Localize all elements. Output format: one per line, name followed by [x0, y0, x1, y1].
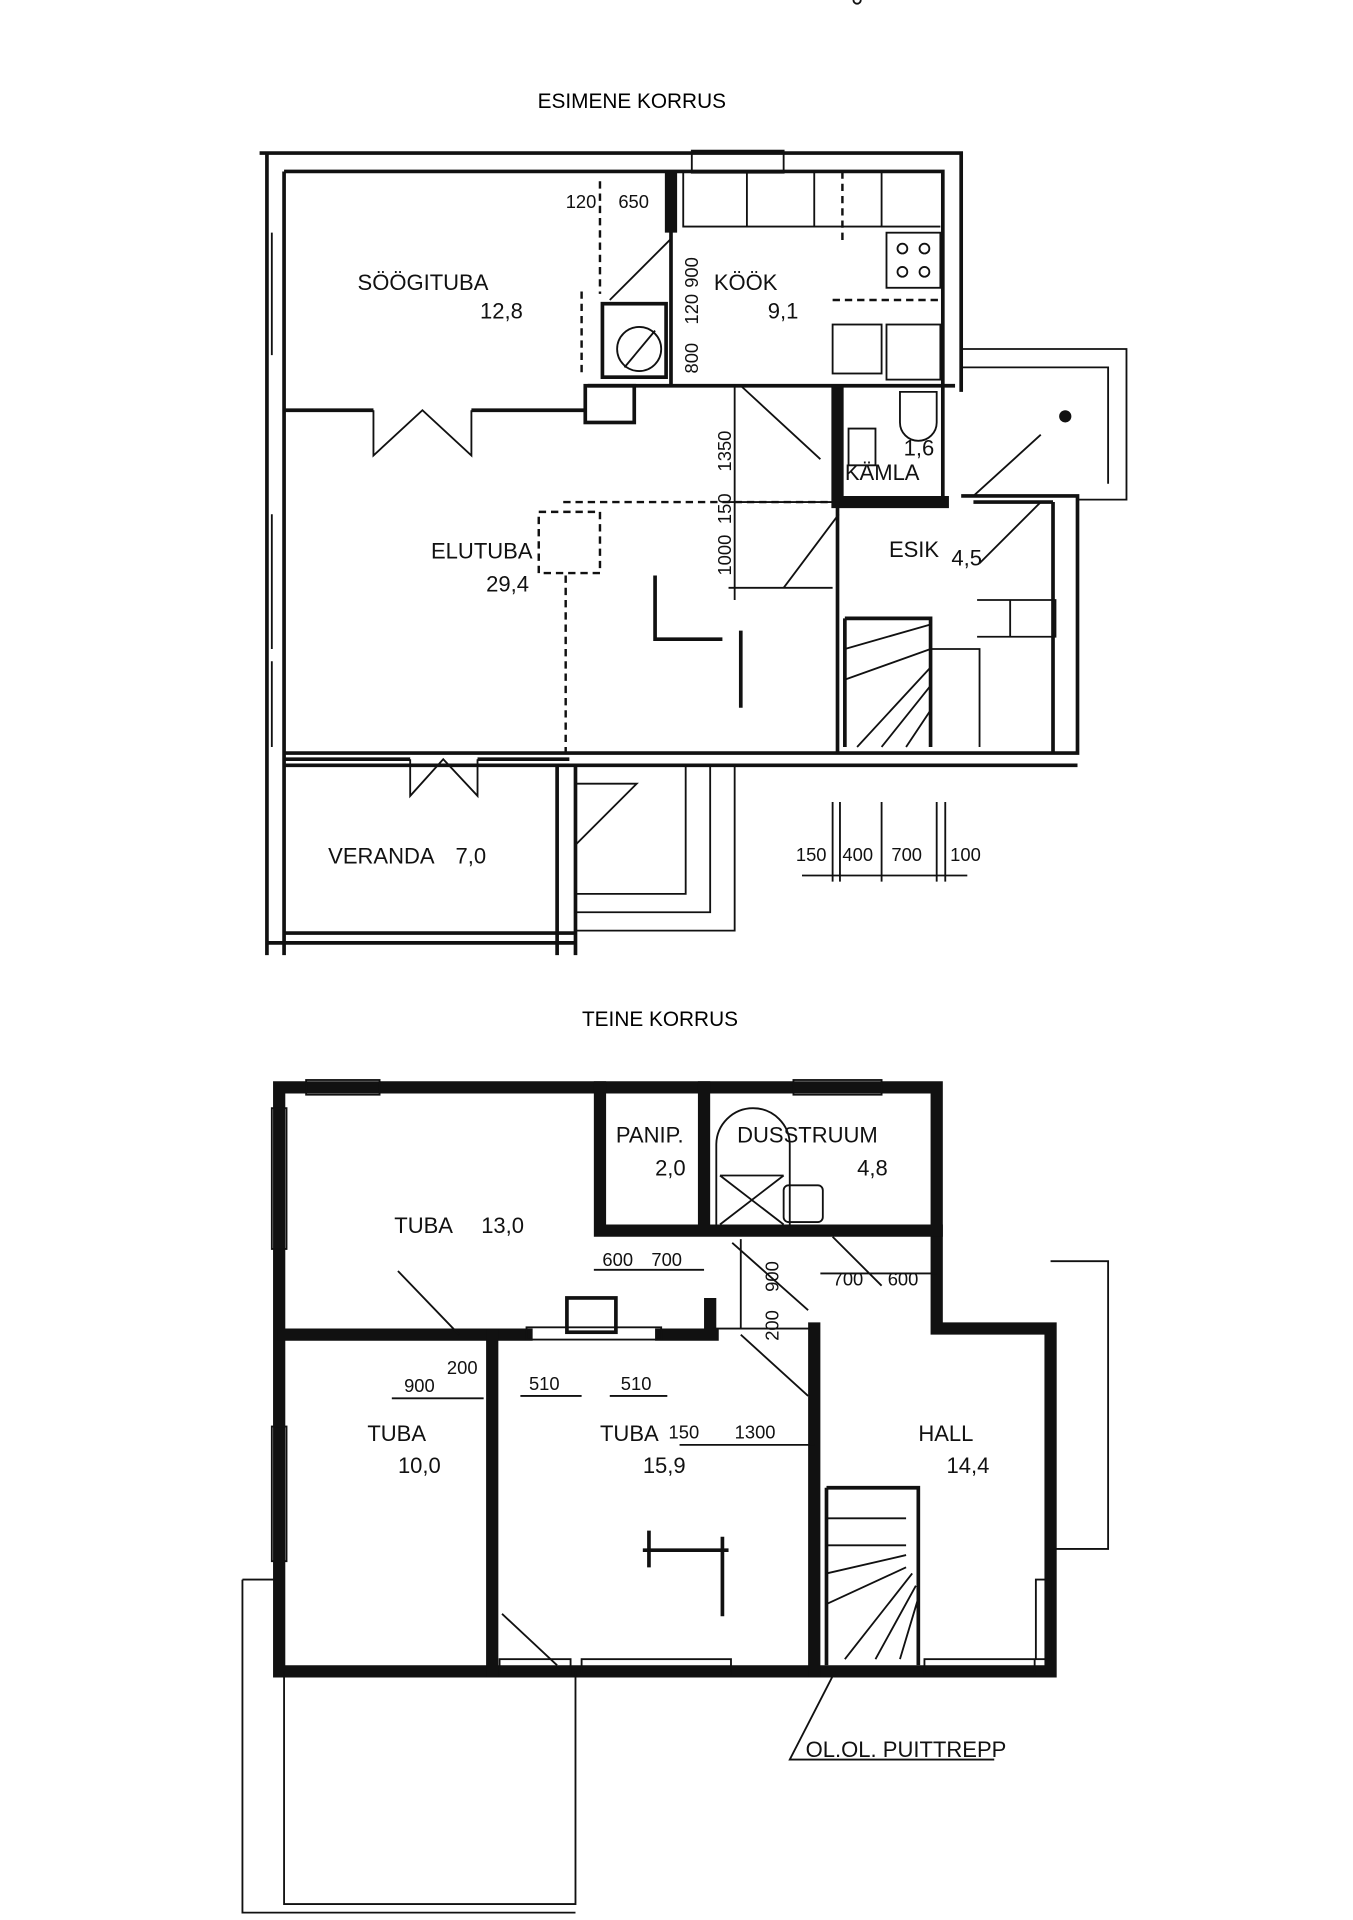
room-name: SÖÖGITUBA	[358, 270, 489, 295]
dim-150b: 150	[796, 844, 827, 865]
dim-510: 510	[529, 1373, 560, 1394]
room-area: 4,8	[857, 1156, 888, 1181]
room-area: 13,0	[481, 1213, 524, 1238]
room-area: 29,4	[486, 571, 529, 596]
dim-100: 100	[950, 844, 981, 865]
dim-1300: 1300	[735, 1422, 776, 1443]
second-floor-plan: TEINE KORRUS 600 700	[241, 0, 1110, 1914]
room-name: TUBA	[367, 1421, 426, 1446]
dim-650: 650	[618, 191, 649, 212]
dim-600: 600	[602, 1249, 633, 1270]
room-name: VERANDA	[328, 843, 435, 868]
dim-120b: 120	[681, 294, 702, 325]
room-name: ELUTUBA	[431, 538, 533, 563]
dim-1350: 1350	[714, 431, 735, 472]
room-area: 7,0	[455, 843, 486, 868]
room-name: DUSSTRUUM	[737, 1122, 878, 1147]
room-area: 15,9	[643, 1453, 686, 1478]
first-floor-plan: ESIMENE KORRUS	[259, 90, 1128, 956]
room-name: HALL	[918, 1421, 973, 1446]
room-name: KÄMLA	[845, 460, 920, 485]
dim-200b: 200	[447, 1357, 478, 1378]
room-name: PANIP.	[616, 1122, 684, 1147]
stair-annotation: OL.OL. PUITTREPP	[806, 1737, 1007, 1762]
dim-120: 120	[566, 191, 597, 212]
room-name: TUBA	[394, 1213, 453, 1238]
dim-700: 700	[891, 844, 922, 865]
room-area: 1,6	[904, 436, 935, 461]
room-name: KÖÖK	[714, 270, 778, 295]
dim-1000: 1000	[714, 535, 735, 576]
dim-200: 200	[762, 1310, 783, 1341]
dim-150: 150	[669, 1422, 700, 1443]
room-area: 4,5	[951, 546, 982, 571]
dim-900: 900	[762, 1261, 783, 1292]
dim-900: 900	[681, 257, 702, 288]
room-name: TUBA	[600, 1421, 659, 1446]
dim-400: 400	[842, 844, 873, 865]
dim-800: 800	[681, 343, 702, 374]
dim-150: 150	[714, 493, 735, 524]
first-floor-title: ESIMENE KORRUS	[538, 90, 726, 113]
dim-600b: 600	[888, 1269, 919, 1290]
dim-900b: 900	[404, 1375, 435, 1396]
room-area: 12,8	[480, 298, 523, 323]
room-area: 14,4	[946, 1453, 989, 1478]
room-area: 10,0	[398, 1453, 441, 1478]
dim-510b: 510	[621, 1373, 652, 1394]
dim-700b: 700	[833, 1269, 864, 1290]
room-name: ESIK	[889, 537, 939, 562]
second-floor-title: TEINE KORRUS	[582, 1008, 738, 1031]
room-area: 9,1	[768, 298, 799, 323]
room-area: 2,0	[655, 1156, 686, 1181]
dim-700: 700	[651, 1249, 682, 1270]
